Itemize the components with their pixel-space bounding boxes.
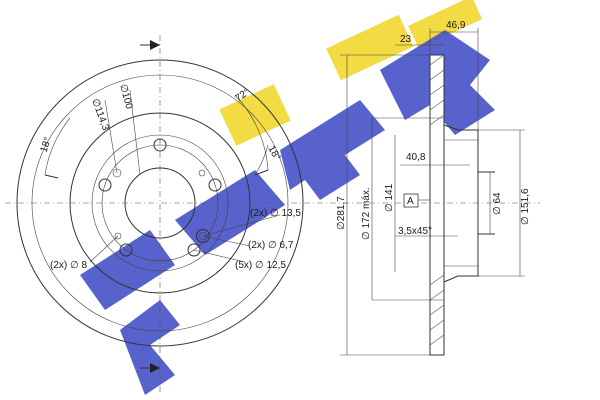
rotor-hatching [429, 54, 445, 346]
hole-67 [199, 232, 207, 240]
label-diameter-2817: ∅281,7 [336, 196, 347, 230]
label-depth-408: 40,8 [406, 152, 426, 163]
logo-letter-c [120, 300, 180, 395]
section-arrow-bottom-head [150, 363, 160, 373]
logo-yellow-block-2 [326, 14, 414, 81]
leader-bore [129, 89, 141, 176]
datum-box [403, 193, 419, 208]
logo-letter-i [80, 230, 175, 310]
front-view: ∅114,3 ∅100 72° 18° 18° (2x) ∅ 13,5 (2x)… [5, 35, 330, 395]
pcd-circle [101, 144, 219, 262]
section-arrow-top-head [150, 40, 160, 50]
hat-outer [69, 112, 251, 294]
logo-letter-c2 [175, 170, 285, 255]
leader-8 [89, 235, 119, 263]
leader-125 [193, 249, 246, 263]
leader-135 [202, 214, 281, 237]
arc-18-left [44, 117, 71, 176]
label-center-bore: ∅100 [117, 83, 134, 111]
label-datum: A [407, 196, 414, 207]
disc-outer-edge [16, 59, 304, 347]
label-chamfer: 3,5x45° [398, 226, 432, 237]
label-angle-18-left: 18° [38, 136, 54, 154]
leader-67 [202, 235, 251, 247]
arc-18-right [254, 144, 269, 176]
leader-pcd [104, 99, 118, 174]
label-holes-67: (2x) ∅ 6,7 [248, 240, 294, 251]
label-holes-8: (2x) ∅ 8 [50, 260, 87, 271]
tick-right [254, 169, 269, 176]
logo-yellow-block-1 [219, 84, 291, 146]
bolt-hole-1 [153, 138, 167, 152]
icer-logo [80, 0, 495, 395]
hole-small-c [198, 169, 206, 177]
bolt-hole-4 [119, 243, 133, 257]
logo-yellow-block-3 [408, 0, 483, 49]
disc-friction-inner [31, 74, 289, 332]
rotor-section [429, 54, 445, 356]
logo-letter-e [280, 100, 385, 200]
hat-step [91, 134, 229, 272]
hole-8-a [112, 168, 122, 178]
bolt-hole-2 [208, 178, 222, 192]
label-diameter-172: ∅ 172 máx. [361, 187, 372, 240]
label-angle-18-right: 18° [265, 144, 282, 163]
label-diameter-1516: ∅ 151,6 [520, 188, 531, 225]
side-view: 46,9 23 ∅281,7 ∅ 172 máx. ∅ 141 40,8 ∅ 6… [330, 20, 540, 356]
label-overall-height: 46,9 [446, 20, 466, 31]
label-hat-offset: 23 [400, 34, 412, 45]
label-diameter-64: ∅ 64 [492, 192, 503, 215]
label-holes-125: (5x) ∅ 12,5 [235, 260, 286, 271]
label-diameter-141: ∅ 141 [384, 183, 395, 212]
center-bore [124, 167, 196, 239]
arc-72 [234, 94, 269, 171]
hole-8-b [114, 232, 122, 240]
bolt-hole-3 [187, 243, 201, 257]
bolt-hole-5 [98, 178, 112, 192]
tick-left [44, 174, 59, 179]
hat-profile [443, 124, 479, 283]
label-holes-135: (2x) ∅ 13,5 [250, 208, 301, 219]
hole-135 [196, 229, 210, 243]
